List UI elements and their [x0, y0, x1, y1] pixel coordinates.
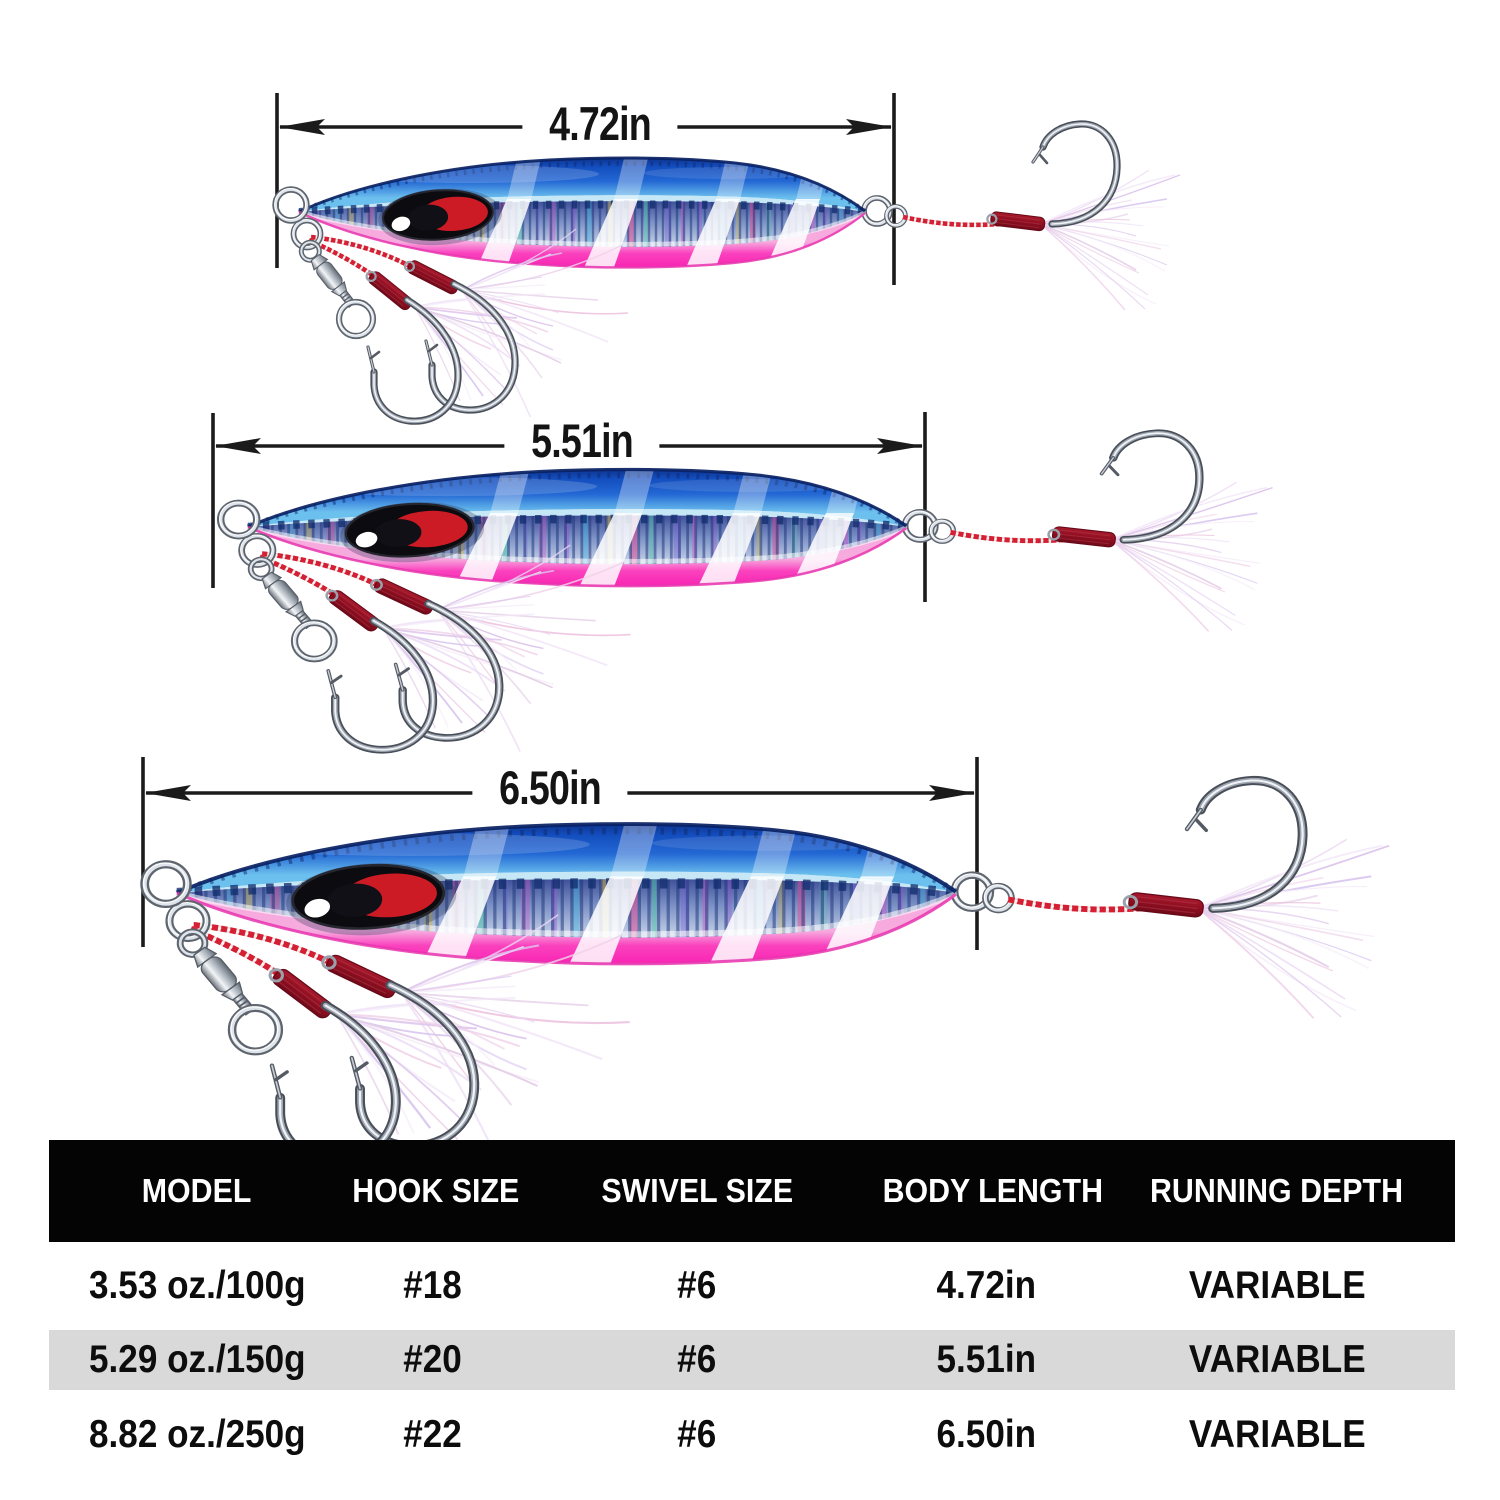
spec-column-header-text-4: BODY LENGTH — [882, 1172, 1103, 1209]
spec-cell-r2c5: VARIABLE — [1099, 1338, 1455, 1382]
spec-cell-text-r2c3: #6 — [677, 1338, 717, 1381]
spec-cell-text-r3c2: #22 — [403, 1412, 463, 1456]
spec-cell-r2c1: 5.29 oz./150g — [49, 1338, 345, 1382]
spec-column-header-text-5: RUNNING DEPTH — [1150, 1172, 1404, 1209]
spec-cell-r3c3: #6 — [521, 1413, 873, 1457]
spec-cell-r2c2: #20 — [345, 1338, 521, 1382]
dimension-label-2: 5.51in — [504, 414, 660, 468]
spec-column-header-1: MODEL — [49, 1172, 345, 1210]
spec-column-header-5: RUNNING DEPTH — [1099, 1172, 1455, 1210]
spec-column-header-text-1: MODEL — [142, 1172, 252, 1209]
spec-cell-r3c5: VARIABLE — [1099, 1413, 1455, 1457]
lure-small — [275, 124, 1180, 423]
dimension-value-3: 6.50in — [499, 761, 602, 815]
spec-cell-r1c5: VARIABLE — [1099, 1264, 1455, 1308]
spec-cell-text-r1c5: VARIABLE — [1188, 1264, 1366, 1307]
spec-column-header-2: HOOK SIZE — [345, 1172, 521, 1210]
spec-cell-r1c2: #18 — [345, 1264, 521, 1308]
spec-cell-text-r2c4: 5.51in — [936, 1338, 1036, 1381]
spec-cell-text-r3c3: #6 — [677, 1412, 717, 1456]
spec-row-3: 8.82 oz./250g #22 #6 6.50in VARIABLE — [49, 1390, 1455, 1479]
spec-cell-r1c3: #6 — [521, 1264, 873, 1308]
spec-cell-r3c4: 6.50in — [873, 1413, 1099, 1457]
spec-column-header-4: BODY LENGTH — [873, 1172, 1103, 1210]
spec-cell-text-r3c4: 6.50in — [936, 1412, 1036, 1456]
dimension-value-2: 5.51in — [531, 414, 634, 468]
spec-cell-text-r1c3: #6 — [677, 1264, 717, 1307]
spec-table-header-row: MODEL HOOK SIZE SWIVEL SIZE BODY LENGTH … — [49, 1140, 1455, 1242]
spec-cell-r2c4: 5.51in — [873, 1338, 1099, 1382]
jig-artwork-large — [144, 780, 1390, 1162]
spec-cell-text-r3c1: 8.82 oz./250g — [88, 1412, 306, 1456]
spec-cell-text-r1c4: 4.72in — [936, 1264, 1036, 1307]
spec-cell-text-r2c1: 5.29 oz./150g — [88, 1338, 306, 1381]
spec-cell-r1c1: 3.53 oz./100g — [49, 1264, 345, 1308]
spec-column-header-text-2: HOOK SIZE — [352, 1172, 520, 1209]
spec-column-header-3: SWIVEL SIZE — [521, 1172, 873, 1210]
dimension-value-1: 4.72in — [549, 97, 652, 151]
spec-cell-text-r1c1: 3.53 oz./100g — [88, 1264, 306, 1307]
spec-table: MODEL HOOK SIZE SWIVEL SIZE BODY LENGTH … — [49, 1140, 1455, 1479]
jig-artwork-small — [275, 124, 1180, 423]
spec-cell-text-r3c5: VARIABLE — [1188, 1412, 1366, 1456]
spec-cell-r3c2: #22 — [345, 1413, 521, 1457]
dimension-label-3: 6.50in — [472, 761, 628, 815]
spec-column-header-text-3: SWIVEL SIZE — [601, 1172, 793, 1209]
spec-cell-r2c3: #6 — [521, 1338, 873, 1382]
lure-medium — [220, 433, 1273, 751]
spec-cell-r1c4: 4.72in — [873, 1264, 1099, 1308]
spec-cell-text-r1c2: #18 — [403, 1264, 463, 1307]
spec-row-2: 5.29 oz./150g #20 #6 5.51in VARIABLE — [49, 1330, 1455, 1390]
spec-cell-text-r2c5: VARIABLE — [1188, 1338, 1366, 1381]
spec-cell-r3c1: 8.82 oz./250g — [49, 1413, 345, 1457]
spec-row-1: 3.53 oz./100g #18 #6 4.72in VARIABLE — [49, 1242, 1455, 1330]
spec-cell-text-r2c2: #20 — [403, 1338, 463, 1381]
dimension-label-1: 4.72in — [522, 97, 678, 151]
jig-artwork-medium — [220, 433, 1273, 751]
lure-large — [144, 780, 1390, 1162]
